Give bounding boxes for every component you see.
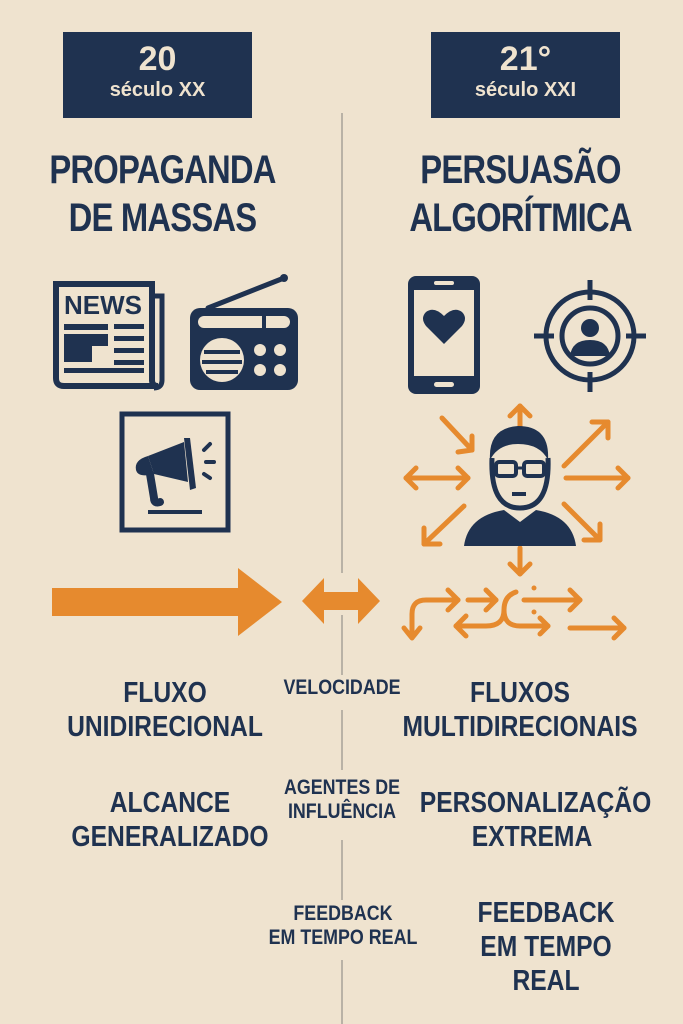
megaphone-icon (119, 411, 231, 533)
left-century-subtitle: século XX (109, 79, 206, 101)
center-divider-mid1 (341, 615, 343, 675)
right-century-badge: 21° século XXI (431, 32, 620, 118)
right-label-personalization: PERSONALIZAÇÃO EXTREMA (419, 787, 652, 853)
svg-text:NEWS: NEWS (64, 290, 142, 320)
right-title: PERSUASÃO ALGORÍTMICA (387, 146, 654, 242)
center-label-feedback: FEEDBACK EM TEMPO REAL (268, 902, 418, 949)
double-arrow-icon (302, 578, 380, 624)
left-century-number: 20 (138, 40, 177, 78)
multidirectional-arrows-icon (401, 585, 627, 641)
right-arrow-icon (52, 568, 282, 636)
target-user-icon (534, 280, 646, 392)
right-title-line1: PERSUASÃO (420, 148, 621, 192)
left-title: PROPAGANDA DE MASSAS (29, 146, 296, 242)
right-label-multidirectional: FLUXOS MULTIDIRECIONAIS (402, 677, 638, 743)
newspaper-icon: NEWS (53, 281, 165, 391)
center-divider-bottom (341, 960, 343, 1024)
right-century-number: 21° (499, 40, 552, 78)
center-label-influence-agents: AGENTES DE INFLUÊNCIA (283, 776, 401, 823)
left-label-unidirectional: FLUXO UNIDIRECIONAL (67, 677, 263, 743)
user-arrows-icon (403, 403, 631, 577)
center-divider-mid3 (341, 840, 343, 900)
left-label-reach: ALCANCE GENERALIZADO (71, 787, 269, 853)
center-divider-top (341, 113, 343, 573)
radio-icon (190, 274, 298, 390)
left-title-line2: DE MASSAS (68, 196, 257, 240)
right-label-feedback: FEEDBACK EM TEMPO REAL (477, 897, 615, 997)
right-title-line2: ALGORÍTMICA (409, 196, 632, 240)
center-label-velocity: VELOCIDADE (283, 676, 401, 699)
center-divider-mid2 (341, 710, 343, 770)
left-century-badge: 20 século XX (63, 32, 252, 118)
right-century-subtitle: século XXI (474, 79, 577, 101)
left-title-line1: PROPAGANDA (49, 148, 276, 192)
smartphone-heart-icon (408, 276, 480, 394)
